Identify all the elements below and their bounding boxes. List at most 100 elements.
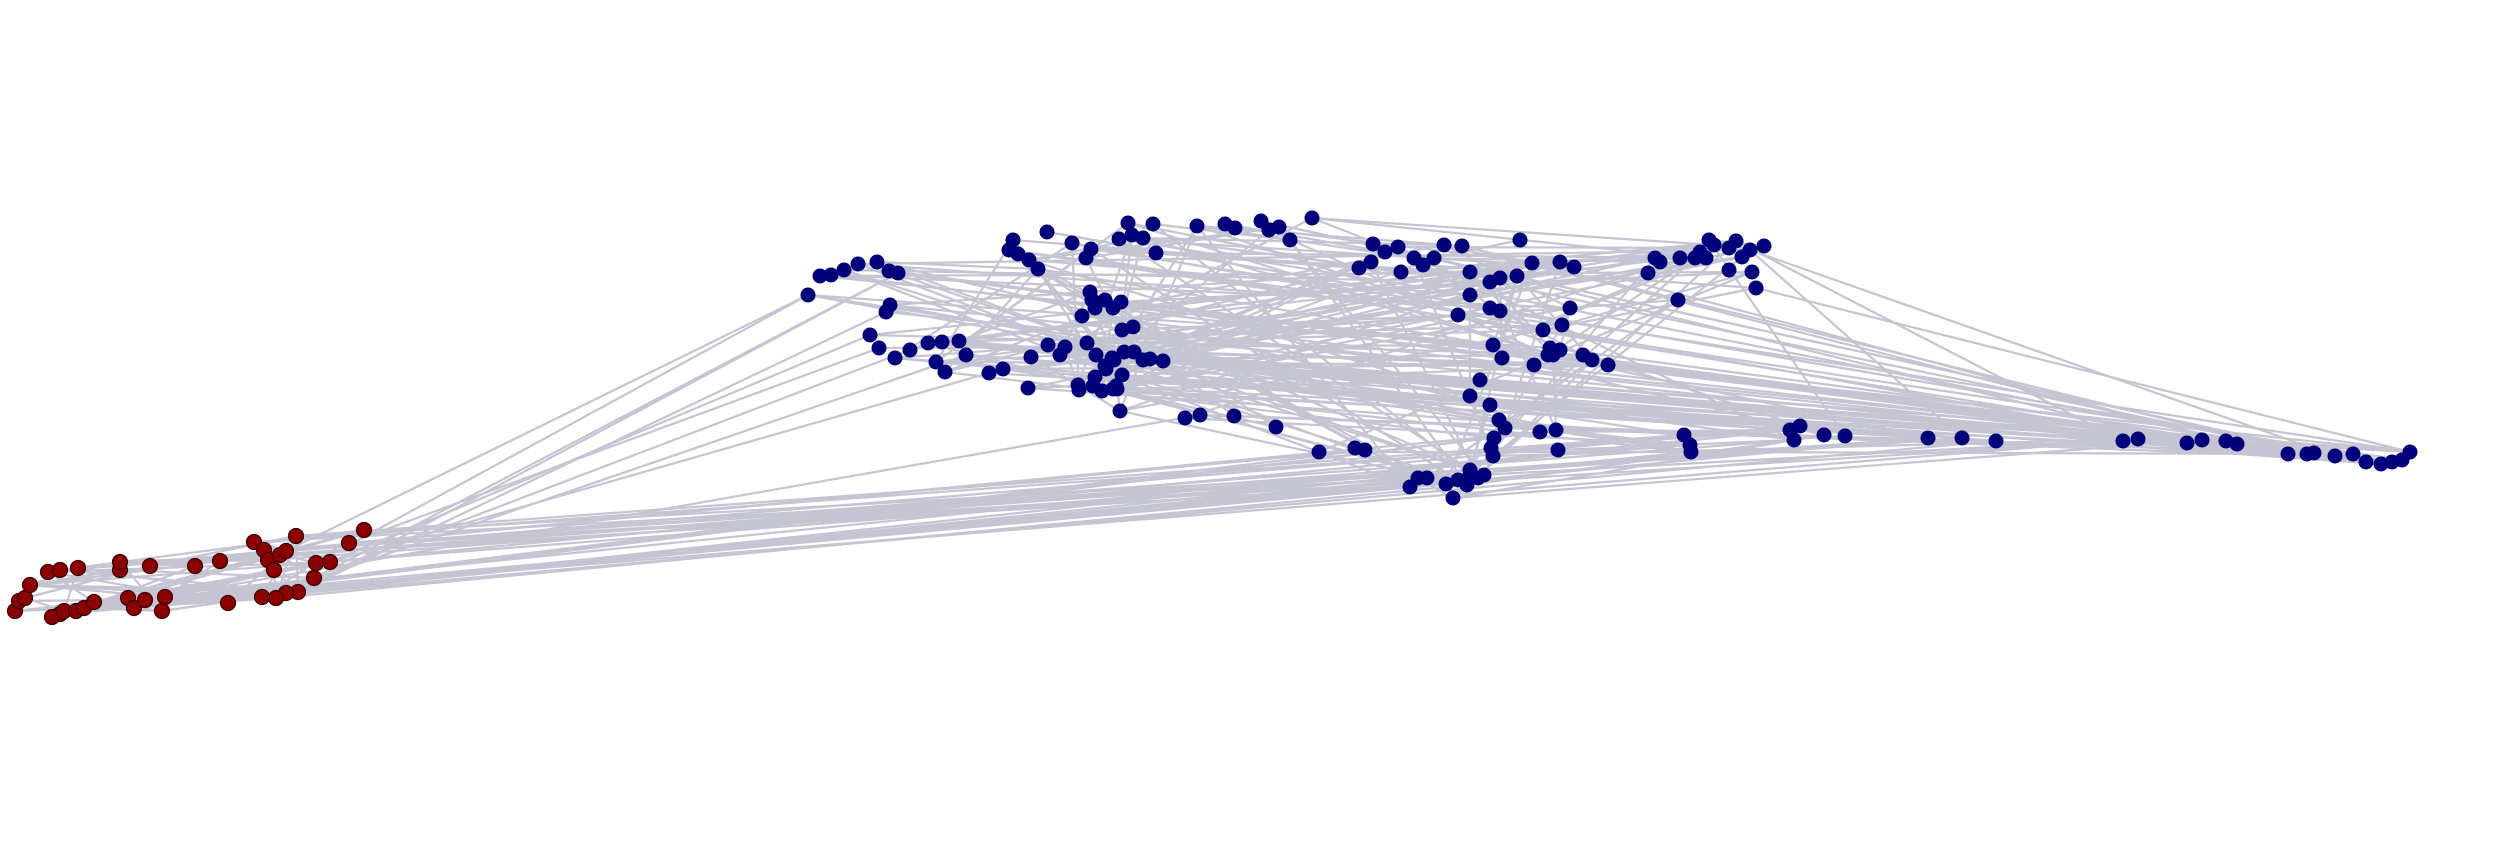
graph-edge	[329, 371, 990, 564]
graph-node-blue	[812, 268, 828, 284]
graph-node-red	[69, 559, 87, 577]
graph-node-blue	[1052, 347, 1068, 363]
graph-edge	[315, 294, 809, 564]
graph-edge	[1090, 247, 2411, 454]
graph-node-blue	[1920, 430, 1936, 446]
graph-node-blue	[1485, 337, 1501, 353]
graph-node-blue	[1837, 428, 1853, 444]
graph-edge	[279, 439, 2124, 557]
graph-node-blue	[1020, 380, 1036, 396]
graph-node-blue	[1672, 250, 1688, 266]
graph-node-blue	[1304, 210, 1320, 226]
graph-node-blue	[1540, 347, 1556, 363]
graph-node-red	[111, 553, 129, 571]
graph-node-blue	[1462, 388, 1478, 404]
graph-node-blue	[1670, 292, 1686, 308]
graph-node-red	[321, 553, 339, 571]
graph-edge	[1268, 228, 1549, 357]
graph-node-blue	[1227, 220, 1243, 236]
graph-node-blue	[1548, 422, 1564, 438]
graph-node-blue	[2327, 448, 2343, 464]
graph-edge	[1076, 234, 1134, 386]
graph-node-blue	[1552, 254, 1568, 270]
graph-edge	[1085, 256, 2238, 446]
graph-node-blue	[1438, 476, 1454, 492]
graph-node-blue	[1365, 236, 1381, 252]
node-layer	[6, 210, 2418, 626]
graph-node-blue	[1552, 342, 1568, 358]
graph-node-red	[253, 588, 271, 606]
graph-node-blue	[1600, 357, 1616, 373]
graph-edge	[897, 271, 2367, 464]
graph-node-blue	[1120, 215, 1136, 231]
graph-node-red	[141, 557, 159, 575]
graph-node-blue	[934, 334, 950, 350]
graph-node-blue	[1485, 448, 1501, 464]
graph-node-blue	[1748, 280, 1764, 296]
graph-edge	[285, 294, 809, 552]
graph-node-blue	[1535, 322, 1551, 338]
graph-edge	[1690, 450, 2308, 456]
graph-node-blue	[1566, 259, 1582, 275]
graph-node-blue	[1526, 357, 1542, 373]
graph-node-blue	[1039, 224, 1055, 240]
graph-node-blue	[1584, 352, 1600, 368]
graph-edge	[133, 428, 1791, 610]
graph-node-red	[287, 527, 305, 545]
graph-node-blue	[1816, 427, 1832, 443]
graph-node-blue	[1524, 255, 1540, 271]
graph-edge	[1749, 248, 2336, 458]
graph-edge	[1116, 306, 1571, 391]
graph-edge	[843, 268, 1471, 472]
graph-node-blue	[1554, 317, 1570, 333]
graph-node-blue	[1145, 216, 1161, 232]
graph-node-blue	[1192, 407, 1208, 423]
graph-node-blue	[1426, 250, 1442, 266]
graph-edge	[1278, 226, 1485, 476]
graph-node-blue	[1070, 377, 1086, 393]
graph-edge	[944, 266, 1360, 374]
graph-node-blue	[1721, 262, 1737, 278]
graph-node-blue	[1030, 261, 1046, 277]
graph-edge	[133, 439, 1997, 610]
graph-node-blue	[869, 254, 885, 270]
graph-node-blue	[1357, 442, 1373, 458]
graph-node-blue	[951, 333, 967, 349]
graph-node-blue	[1462, 287, 1478, 303]
graph-edge	[1755, 286, 2411, 454]
graph-node-blue	[1640, 265, 1656, 281]
graph-node-blue	[1419, 470, 1435, 486]
graph-node-blue	[1482, 397, 1498, 413]
graph-node-blue	[1040, 337, 1056, 353]
graph-edge	[279, 436, 1929, 557]
graph-node-blue	[1078, 250, 1094, 266]
graph-node-red	[340, 534, 358, 552]
graph-node-blue	[1954, 430, 1970, 446]
graph-edge	[1561, 270, 1753, 327]
graph-node-blue	[1177, 410, 1193, 426]
graph-node-blue	[1462, 264, 1478, 280]
graph-node-blue	[2194, 432, 2210, 448]
graph-edge	[1132, 225, 1198, 328]
graph-node-blue	[1108, 378, 1124, 394]
graph-node-blue	[1074, 308, 1090, 324]
graph-node-blue	[878, 304, 894, 320]
graph-node-blue	[1472, 372, 1488, 388]
graph-node-blue	[1436, 237, 1452, 253]
graph-node-blue	[1450, 307, 1466, 323]
graph-node-blue	[1111, 231, 1127, 247]
graph-node-blue	[1454, 238, 1470, 254]
graph-edge	[1196, 224, 1801, 428]
graph-node-blue	[1698, 250, 1714, 266]
graph-node-blue	[995, 361, 1011, 377]
graph-node-blue	[1393, 264, 1409, 280]
graph-node-red	[51, 561, 69, 579]
graph-node-blue	[887, 350, 903, 366]
graph-node-blue	[862, 327, 878, 343]
graph-node-blue	[1097, 358, 1113, 374]
graph-edge	[63, 428, 1557, 613]
graph-node-blue	[958, 347, 974, 363]
graph-edge	[1118, 237, 1471, 297]
graph-node-blue	[1363, 254, 1379, 270]
